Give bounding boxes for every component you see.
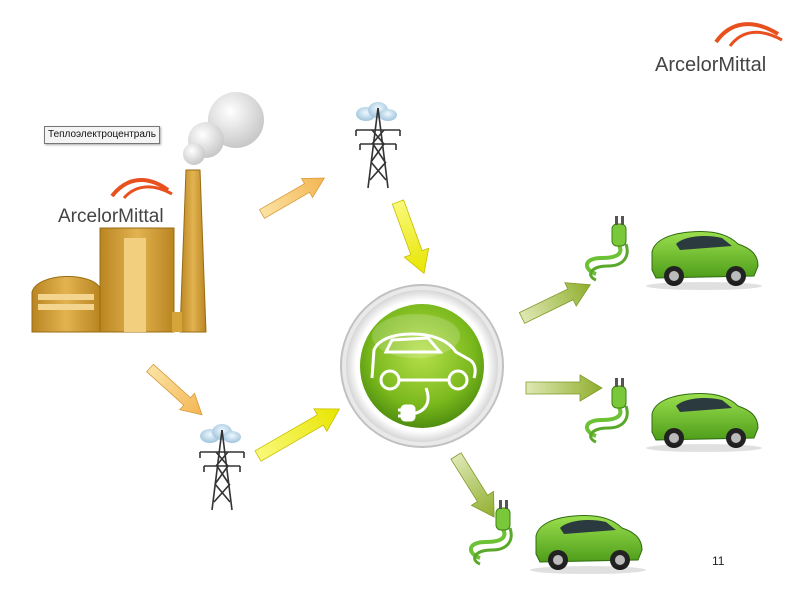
electric-car-bottom-icon (468, 498, 648, 576)
ev-charging-hub-icon (340, 284, 504, 448)
arrow-plant-to-top-pylon (258, 177, 326, 219)
arrow-hub-to-car-top (518, 282, 592, 324)
arrow-hub-to-car-middle (525, 374, 603, 402)
brand-logo-top: ArcelorMittal (655, 22, 783, 76)
plant-logo-swoosh-icon (110, 177, 170, 198)
arrow-plant-to-bottom-pylon (146, 363, 203, 416)
logo-top-text: ArcelorMittal (655, 54, 766, 76)
plant-label: Теплоэлектроцентраль (44, 126, 160, 144)
arrow-bottom-pylon-to-hub (254, 408, 341, 462)
electric-car-middle-icon (584, 376, 764, 454)
hub-car-outline-icon (370, 332, 477, 391)
logo-swoosh-icon (714, 22, 780, 44)
electric-car-top-icon (584, 214, 764, 292)
plant-logo: ArcelorMittal (58, 177, 173, 227)
power-pylon-bottom-icon (199, 423, 245, 511)
arrow-hub-to-car-bottom (450, 452, 495, 518)
power-pylon-top-icon (355, 101, 401, 189)
plant-logo-text: ArcelorMittal (58, 206, 164, 227)
arrow-top-pylon-to-hub (391, 199, 430, 275)
hub-plug-icon (398, 387, 430, 422)
power-plant-icon (31, 92, 264, 333)
page-number: 11 (712, 554, 725, 568)
